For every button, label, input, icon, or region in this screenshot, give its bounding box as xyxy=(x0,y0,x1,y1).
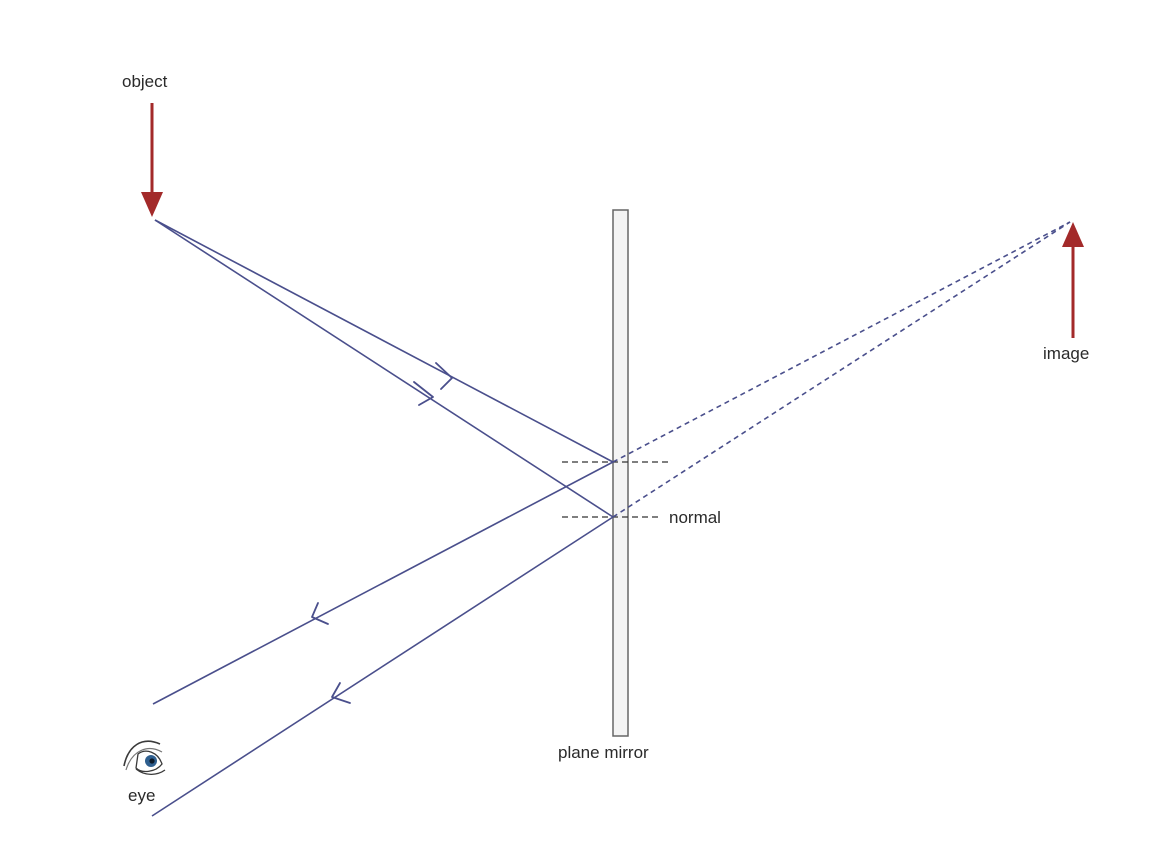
image-arrow xyxy=(1062,222,1084,338)
plane-mirror-label: plane mirror xyxy=(558,743,649,762)
eye-icon xyxy=(123,740,166,776)
ray-direction-arrow xyxy=(413,381,434,406)
ray-direction-arrow xyxy=(311,602,329,625)
virtual-ray-lower xyxy=(612,221,1071,518)
incident-ray-lower xyxy=(154,219,614,518)
ray-direction-arrow xyxy=(331,682,351,704)
incident-ray-upper xyxy=(154,219,614,463)
object-label: object xyxy=(122,72,168,91)
normal-label: normal xyxy=(669,508,721,527)
eye-label: eye xyxy=(128,786,155,805)
object-arrow xyxy=(141,103,163,217)
reflected-ray-lower xyxy=(151,516,614,817)
plane-mirror xyxy=(612,209,629,737)
virtual-ray-upper xyxy=(612,221,1071,463)
reflected-ray-upper xyxy=(152,461,614,705)
image-label: image xyxy=(1043,344,1089,363)
ray-direction-arrow xyxy=(435,362,453,390)
